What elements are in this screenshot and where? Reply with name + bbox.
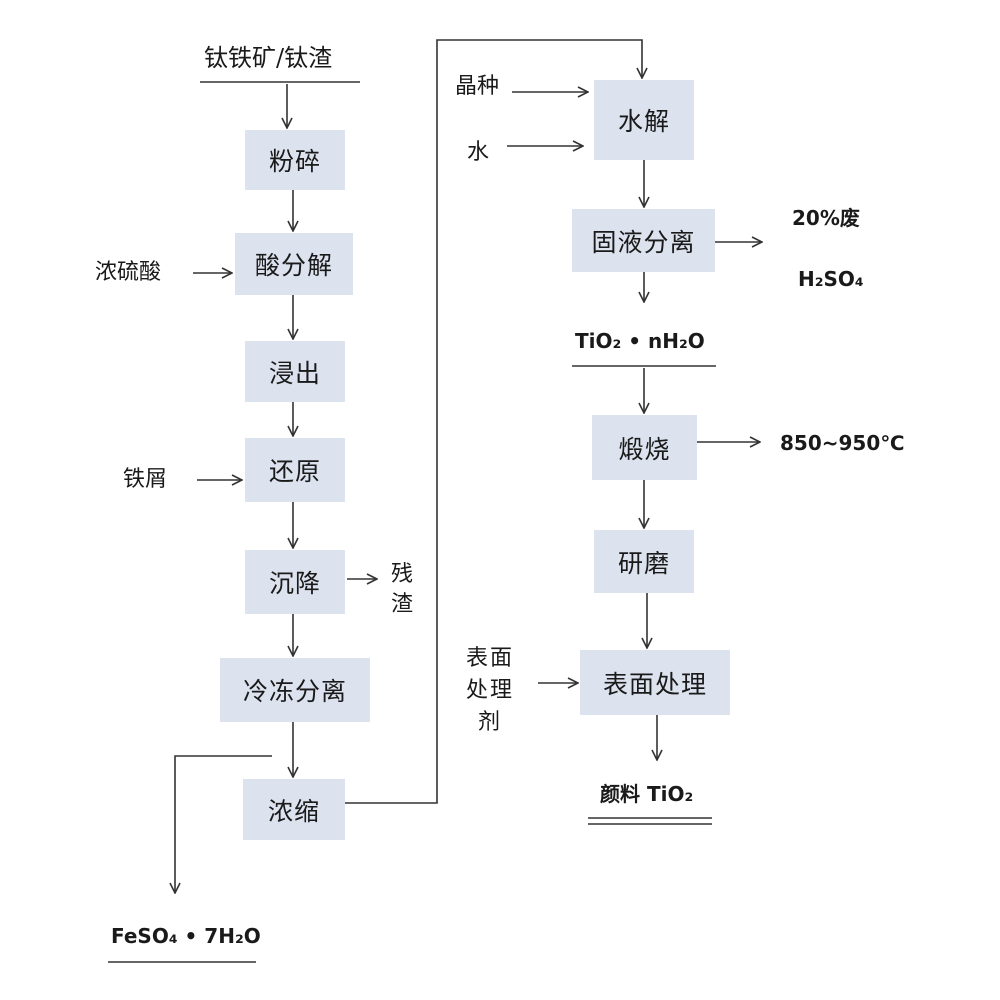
waste-acid-label-line1: 20%废 [792, 206, 860, 230]
step-box-freeze-separation: 冷冻分离 [220, 658, 370, 722]
calcination-temp-label: 850~950℃ [780, 431, 905, 455]
raw-material-label: 钛铁矿/钛渣 [204, 44, 333, 72]
step-box-surface-treatment: 表面处理 [580, 650, 730, 715]
arrow-concentrate-to-hydrolysis [345, 39, 642, 804]
step-box-solid-liquid-separation: 固液分离 [572, 209, 715, 272]
iron-input-label: 铁屑 [123, 467, 168, 492]
seed-input-label: 晶种 [455, 74, 500, 99]
step-box-hydrolysis: 水解 [594, 80, 694, 160]
step-box-settling: 沉降 [245, 550, 345, 614]
arrow-byproduct-output [175, 755, 272, 893]
product-label: 颜料 TiO₂ [600, 782, 694, 806]
acid-input-label: 浓硫酸 [95, 260, 162, 285]
step-box-calcination: 煅烧 [592, 415, 697, 480]
water-input-label: 水 [467, 140, 490, 165]
intermediate-label: TiO₂ • nH₂O [575, 329, 705, 353]
step-box-acid-decomposition: 酸分解 [235, 233, 353, 295]
step-box-leaching: 浸出 [245, 341, 345, 402]
step-box-crushing: 粉碎 [245, 130, 345, 190]
step-box-concentration: 浓缩 [243, 779, 345, 840]
waste-acid-label-line2: H₂SO₄ [798, 267, 864, 291]
residue-label: 残渣 [390, 562, 413, 617]
surface-agent-label: 表面处理剂 [465, 646, 514, 735]
step-box-reduction: 还原 [245, 438, 345, 502]
byproduct-label: FeSO₄ • 7H₂O [111, 924, 261, 948]
step-box-grinding: 研磨 [594, 530, 694, 593]
